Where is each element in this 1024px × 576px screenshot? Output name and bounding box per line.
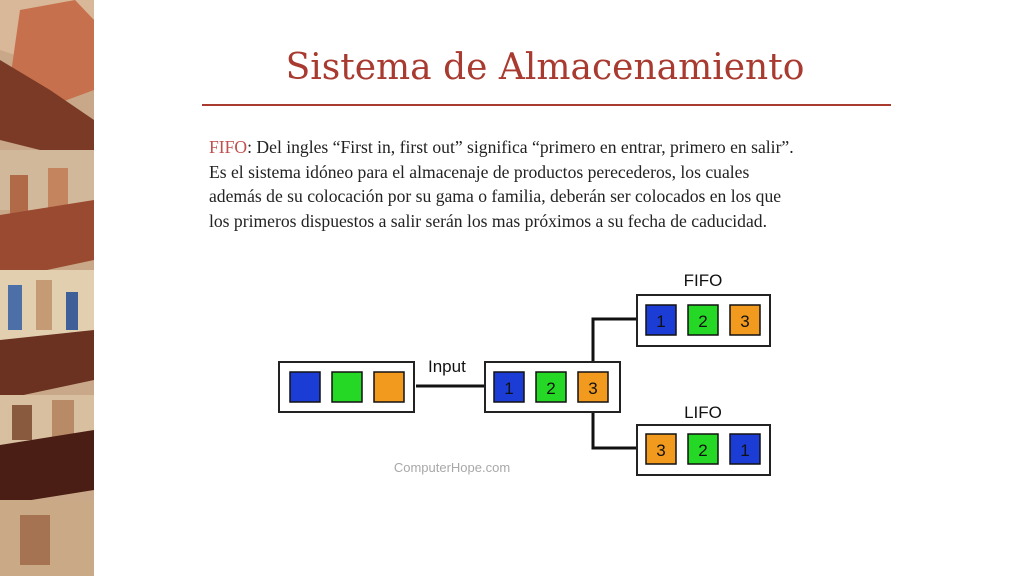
lifo-item-1: [729, 433, 761, 465]
input-label: Input: [428, 357, 466, 376]
fifo-item-2-label: 2: [698, 312, 707, 331]
lifo-item-2-label: 2: [698, 441, 707, 460]
title-divider: [202, 104, 891, 106]
fifo-branch-line: [591, 317, 637, 362]
fifo-definition: FIFO: Del ingles “First in, first out” s…: [209, 135, 899, 233]
definition-line-2: Es el sistema idóneo para el almacenaje …: [209, 161, 750, 182]
slide-title: Sistema de Almacenamiento: [285, 47, 805, 88]
fifo-item-3: [729, 304, 761, 336]
center-item-1-label: 1: [504, 379, 513, 398]
lifo-item-1-label: 1: [740, 441, 749, 460]
center-item-2-label: 2: [546, 379, 555, 398]
fifo-label: FIFO: [684, 271, 723, 290]
definition-line-1: : Del ingles “First in, first out” signi…: [247, 137, 794, 157]
fifo-item-1-label: 1: [656, 312, 665, 331]
lifo-label: LIFO: [684, 403, 722, 422]
fifo-item-1: [645, 304, 677, 336]
lifo-item-3-label: 3: [656, 441, 665, 460]
decorative-painting-stripe: [0, 0, 94, 576]
input-green-item: [331, 371, 363, 403]
computerhope-credit: ComputerHope.com: [394, 460, 510, 475]
input-orange-item: [373, 371, 405, 403]
fifo-term: FIFO: [209, 137, 248, 157]
center-item-3-label: 3: [588, 379, 597, 398]
fifo-item-3-label: 3: [740, 312, 749, 331]
lifo-item-3: [645, 433, 677, 465]
center-item-1: [493, 371, 525, 403]
fifo-item-2: [687, 304, 719, 336]
lifo-item-2: [687, 433, 719, 465]
definition-line-4: los primeros dispuestos a salir serán lo…: [209, 210, 767, 231]
center-item-3: [577, 371, 609, 403]
definition-line-3: además de su colocación por su gama o fa…: [209, 186, 782, 206]
lifo-branch-line: [591, 412, 637, 450]
center-item-2: [535, 371, 567, 403]
fifo-lifo-diagram: Input 1 2 3 FIFO 1 2 3 LIFO 3 2 1 Comput…: [278, 271, 771, 476]
input-blue-item: [289, 371, 321, 403]
